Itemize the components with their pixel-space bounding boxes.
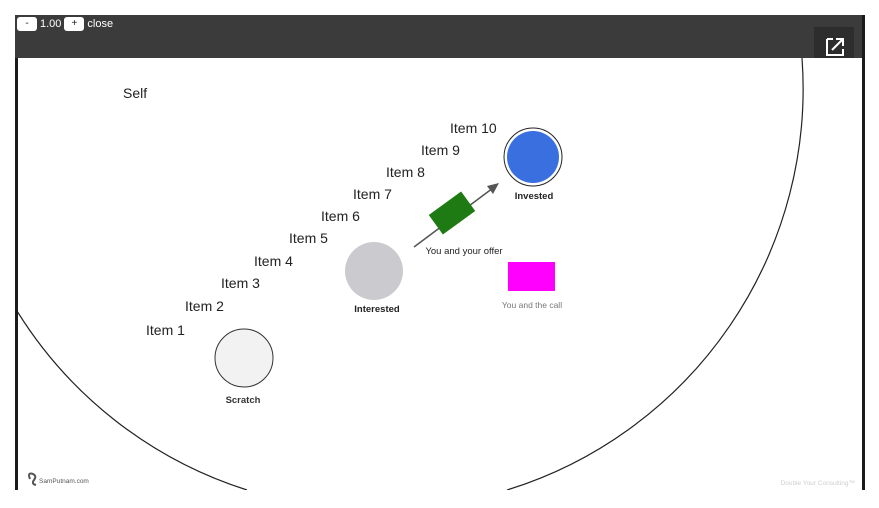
self-label: Self [123, 85, 147, 101]
slide-left-border [15, 58, 18, 490]
scratch-node [214, 328, 274, 388]
large-circle-arc-left [17, 310, 248, 490]
brand-logo [28, 472, 37, 486]
item-label: Item 10 [450, 120, 497, 136]
large-circle-arc [506, 58, 804, 490]
call-label: You and the call [502, 300, 562, 310]
item-label: Item 6 [321, 208, 360, 224]
item-label: Item 2 [185, 298, 224, 314]
item-label: Item 3 [221, 275, 260, 291]
item-label: Item 1 [146, 322, 185, 338]
arrowhead [487, 183, 499, 194]
items-list: Item 1 Item 2 Item 3 Item 4 Item 5 Item … [146, 120, 497, 338]
scratch-label: Scratch [226, 395, 261, 406]
viewer-toolbar [15, 15, 865, 58]
zoom-in-button[interactable]: + [64, 17, 85, 31]
close-link[interactable]: close [87, 18, 114, 30]
invested-node [507, 131, 559, 183]
diagram-canvas: Self Item 1 Item 2 Item 3 Item 4 Item 5 … [17, 58, 855, 490]
trademark-text: Double Your Consulting™ [781, 480, 855, 487]
item-label: Item 8 [386, 164, 425, 180]
invested-node-ring [503, 127, 563, 187]
slide: Self Item 1 Item 2 Item 3 Item 4 Item 5 … [17, 58, 862, 490]
call-box [508, 262, 555, 291]
item-label: Item 4 [254, 253, 293, 269]
zoom-out-button[interactable]: - [17, 17, 37, 31]
interested-node [345, 242, 403, 300]
item-label: Item 9 [421, 142, 460, 158]
zoom-level: 1.00 [40, 18, 62, 30]
item-label: Item 5 [289, 230, 328, 246]
brand-text: SamPutnam.com [39, 478, 89, 485]
open-in-new-icon [826, 38, 844, 56]
interested-label: Interested [354, 304, 400, 315]
item-label: Item 7 [353, 186, 392, 202]
offer-box [428, 191, 476, 235]
zoom-controls: - 1.00 + close [17, 16, 113, 32]
invested-label: Invested [515, 191, 554, 202]
slide-right-border [862, 15, 865, 490]
offer-label: You and your offer [425, 246, 502, 257]
